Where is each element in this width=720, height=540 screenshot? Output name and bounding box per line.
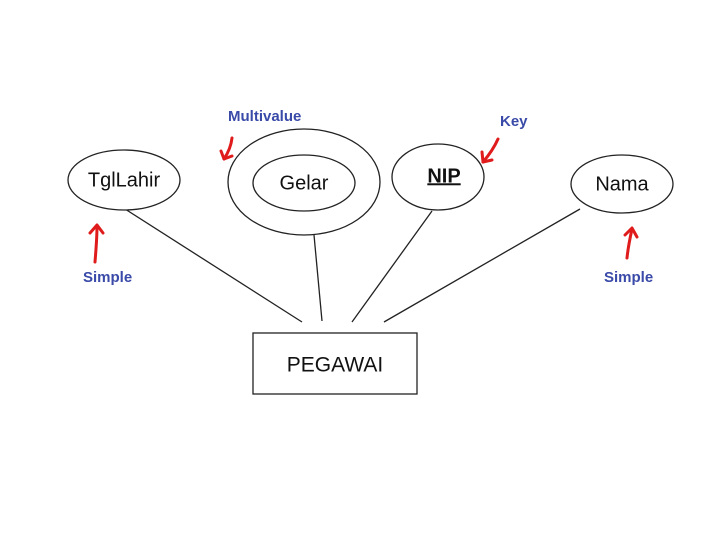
line-nama-pegawai [383, 208, 581, 323]
attribute-nip[interactable]: NIP [391, 143, 485, 211]
arrow-simple-right-icon [623, 226, 639, 260]
attribute-inner-ellipse [252, 154, 356, 212]
attribute-label: Nama [595, 173, 649, 195]
attribute-ellipse [391, 143, 485, 211]
entity-box [252, 332, 418, 395]
line-tgllahir-pegawai [124, 208, 303, 323]
attribute-nama[interactable]: Nama [570, 154, 674, 214]
attribute-tgllahir[interactable]: TglLahir [67, 149, 181, 211]
attribute-label: Gelar [280, 172, 329, 194]
arrow-simple-left-icon [88, 223, 105, 264]
note-key: Key [500, 113, 528, 130]
attribute-gelar[interactable]: Gelar [227, 128, 381, 236]
connector-lines [124, 208, 581, 323]
note-simple-right: Simple [604, 269, 653, 286]
attribute-ellipse [570, 154, 674, 214]
annotation-arrows [88, 136, 639, 264]
attribute-ellipse [67, 149, 181, 211]
note-multivalue: Multivalue [228, 108, 301, 125]
attribute-label: NIP [427, 165, 460, 187]
line-nip-pegawai [351, 210, 433, 323]
arrow-key-icon [480, 137, 500, 164]
entity-label: PEGAWAI [287, 354, 383, 377]
arrow-multivalue-icon [219, 136, 234, 161]
line-gelar-pegawai [313, 234, 323, 322]
entity-pegawai[interactable]: PEGAWAI [252, 332, 418, 395]
note-simple-left: Simple [83, 269, 132, 286]
attribute-label: TglLahir [88, 169, 161, 191]
